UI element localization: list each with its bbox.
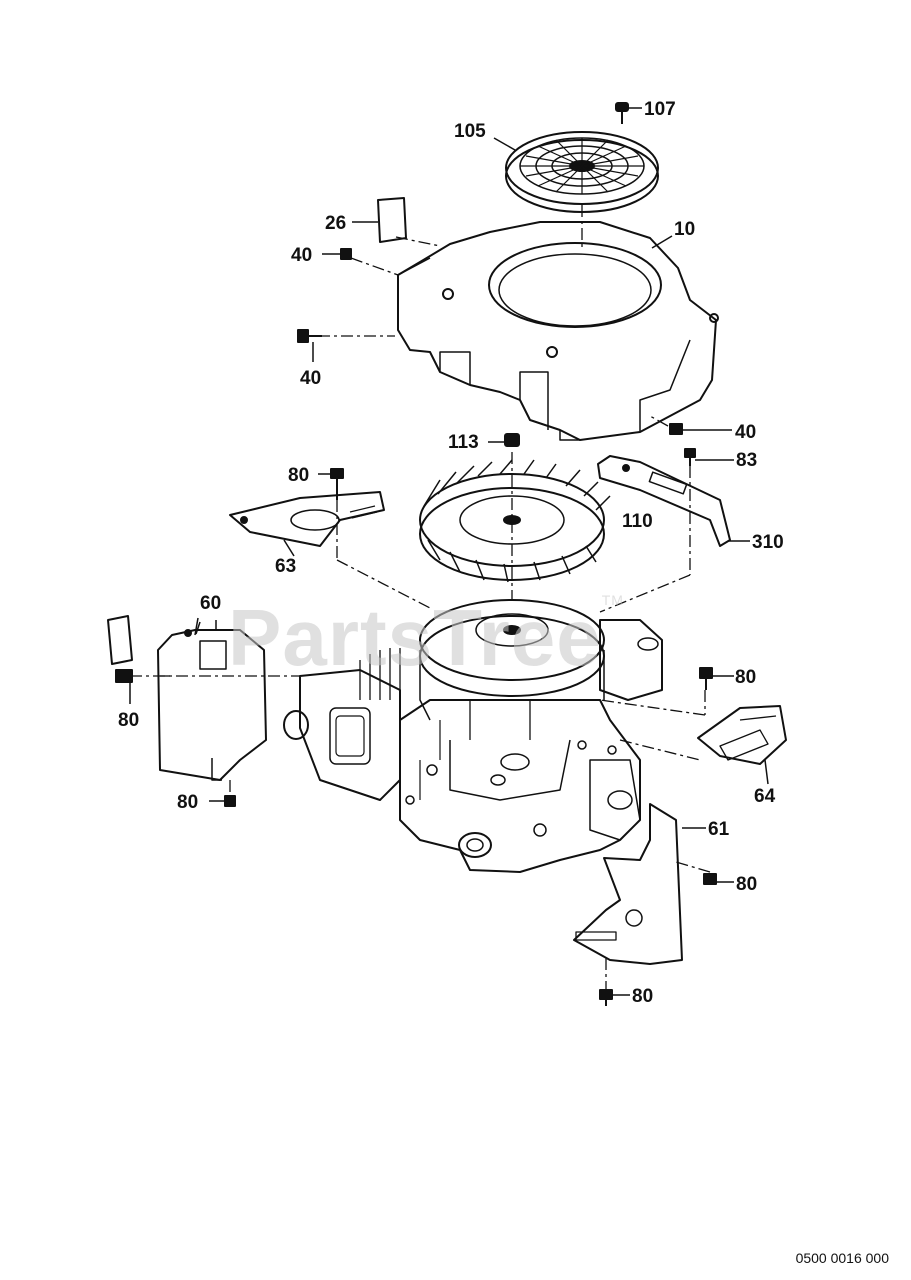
bolt-40-icon-right [669,423,732,435]
callout-80-a: 80 [288,465,309,486]
watermark: PartsTreeTM [228,592,624,684]
bolt-80-icon-f [599,989,630,1006]
callout-40-upper: 40 [291,245,312,266]
bolt-80-icon-a [318,468,344,500]
callout-310: 310 [752,532,784,553]
decal-60 [107,615,133,665]
callout-leaders [195,137,673,635]
baffle-63 [229,491,385,557]
callout-80-f: 80 [632,986,653,1007]
bolt-83-icon [684,448,734,466]
bolt-40-icon-left [297,329,322,362]
bolt-80-icon-b [115,669,133,704]
nut-113-icon [488,433,520,447]
callout-60: 60 [200,593,221,614]
callout-80-d: 80 [735,667,756,688]
blower-housing [397,221,719,441]
decal-26 [352,197,407,243]
callout-40-left: 40 [300,368,321,389]
baffle-60 [157,617,267,781]
callout-61: 61 [708,819,730,840]
watermark-trademark: TM [601,592,624,608]
bracket-310 [597,455,750,547]
callout-26: 26 [325,213,346,234]
drawing-number: 0500 0016 000 [795,1250,889,1266]
baffle-64 [697,705,787,785]
bolt-80-icon-e [703,873,734,885]
callout-80-c: 80 [177,792,198,813]
callout-10: 10 [674,219,695,240]
screw-107-icon [615,102,642,124]
callout-63: 63 [275,556,296,577]
bolt-80-icon-d [699,667,734,690]
watermark-text: PartsTree [228,593,602,682]
callout-40-right: 40 [735,422,756,443]
bolt-40-icon-upper [322,248,352,260]
bolt-80-icon-c [209,795,236,807]
cooling-fan [419,459,611,583]
callout-110: 110 [622,511,653,532]
engine-block [283,599,663,873]
callout-83: 83 [736,450,757,471]
callout-107: 107 [644,99,676,120]
grass-screen [505,131,659,213]
callout-64: 64 [754,786,776,807]
baffle-61 [573,803,706,965]
callout-labels: 107 105 26 10 40 40 40 113 80 83 110 310… [118,99,784,1007]
callout-80-e: 80 [736,874,757,895]
callout-80-b: 80 [118,710,139,731]
callout-105: 105 [454,121,486,142]
callout-113: 113 [448,432,479,453]
